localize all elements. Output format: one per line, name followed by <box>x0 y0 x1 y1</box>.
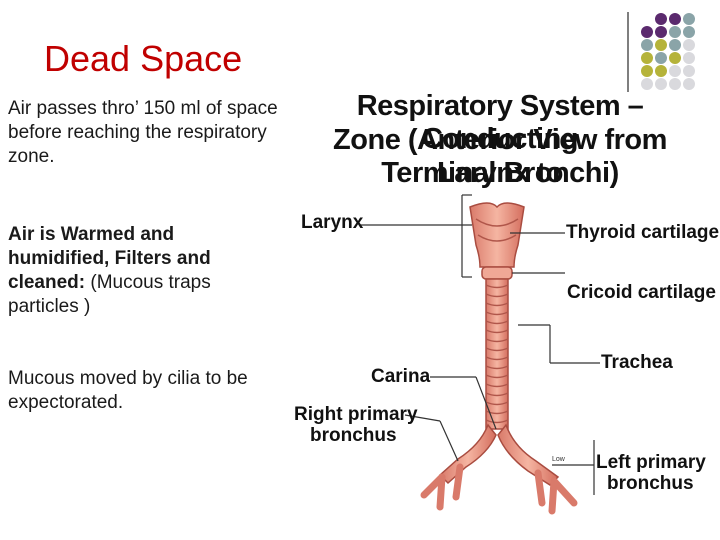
paragraph-dead-space-volume: Air passes thro’ 150 ml of space before … <box>8 98 278 167</box>
decor-dot <box>641 26 653 38</box>
cricoid-ring-shape <box>481 266 513 280</box>
paragraph-air-conditioning: Air is Warmed and humidified, Filters an… <box>8 223 278 319</box>
trachea-shape <box>485 278 509 430</box>
tracheal-ring <box>485 419 509 424</box>
decor-dot <box>683 65 695 77</box>
tracheal-ring <box>485 329 509 334</box>
label-carina: Carina <box>371 366 431 387</box>
decor-dot <box>669 52 681 64</box>
tracheal-ring <box>485 338 509 343</box>
label-small-annotation: Low <box>552 456 565 463</box>
diagram-heading-line-1: Respiratory System – Conducting <box>356 90 644 155</box>
label-left-primary-line-2: bronchus <box>607 473 694 494</box>
left-primary-bronchus-shape <box>497 423 560 486</box>
decor-dot <box>683 78 695 90</box>
decor-dot-grid <box>641 13 695 90</box>
tracheal-ring <box>485 383 509 388</box>
decor-dot <box>683 13 695 25</box>
larynx-shape <box>469 202 525 268</box>
label-right-primary-line-2: bronchus <box>310 425 397 446</box>
decor-dot <box>669 26 681 38</box>
tracheal-ring <box>485 302 509 307</box>
decor-dot <box>669 78 681 90</box>
decor-dot <box>641 52 653 64</box>
label-trachea: Trachea <box>601 352 673 373</box>
decor-dot <box>669 13 681 25</box>
decor-dot <box>655 78 667 90</box>
tracheal-ring <box>485 392 509 397</box>
tracheal-ring <box>485 293 509 298</box>
decor-dot <box>655 13 667 25</box>
decor-dot <box>655 26 667 38</box>
decor-dot <box>655 39 667 51</box>
tracheal-ring <box>485 356 509 361</box>
tracheal-ring <box>485 284 509 289</box>
tracheal-ring <box>485 401 509 406</box>
paragraph-air-conditioning-rest: (Mucous traps particles ) <box>8 272 211 317</box>
tracheal-ring <box>485 365 509 370</box>
decor-dot <box>641 39 653 51</box>
paragraph-mucous-cilia: Mucous moved by cilia to be expectorated… <box>8 368 248 413</box>
tracheal-ring <box>485 374 509 379</box>
label-cricoid-cartilage: Cricoid cartilage <box>567 282 716 303</box>
decor-dot <box>669 65 681 77</box>
slide-title: Dead Space <box>44 38 243 79</box>
diagram-heading-line-3: Terminal Bronchi) <box>381 157 619 189</box>
decor-dot <box>683 52 695 64</box>
decor-divider-line <box>627 12 629 92</box>
decor-dot <box>683 39 695 51</box>
paragraph-air-conditioning-bold: Air is Warmed and humidified, Filters an… <box>8 224 211 293</box>
label-thyroid-cartilage: Thyroid cartilage <box>566 222 720 243</box>
airway-illustration <box>360 194 600 515</box>
decor-dot <box>669 39 681 51</box>
tracheal-ring <box>485 311 509 316</box>
tracheal-ring <box>485 347 509 352</box>
decor-dot <box>641 78 653 90</box>
decor-dot <box>655 65 667 77</box>
tracheal-ring <box>485 320 509 325</box>
label-larynx: Larynx <box>301 212 364 233</box>
diagram-heading-line-2: Zone (Anterior View from Larynx to <box>333 124 667 189</box>
decor-dot <box>641 65 653 77</box>
tracheal-ring <box>485 410 509 415</box>
right-primary-bronchus-shape <box>438 423 497 485</box>
decor-dot <box>683 26 695 38</box>
label-left-primary-line-1: Left primary <box>596 452 706 473</box>
decor-dot <box>655 52 667 64</box>
label-right-primary-line-1: Right primary <box>294 404 418 425</box>
